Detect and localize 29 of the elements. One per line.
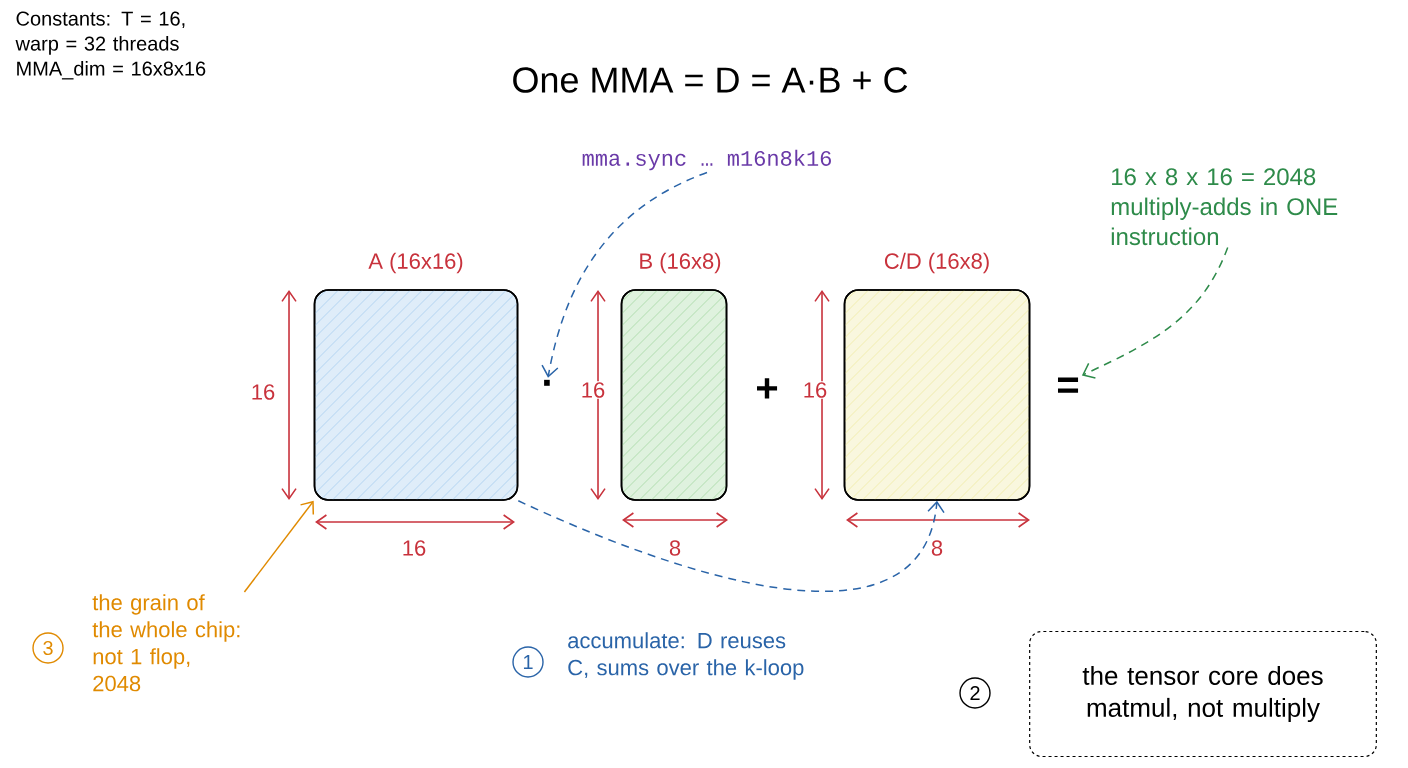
node-label: C/D (16x8)	[884, 252, 989, 274]
matrix-box: B (16x8)	[620, 252, 728, 501]
dimension-label: 16	[579, 381, 607, 399]
code-label: mma.sync … m16n8k16	[582, 149, 831, 171]
operator-sign: =	[1058, 377, 1079, 393]
annotation-text: the grain of the whole chip: not 1 flop, 2048	[92, 594, 240, 692]
callout-number: 1	[512, 646, 544, 678]
dimension-label: 16	[801, 381, 829, 399]
matrix-box: C/D (16x8)	[843, 252, 1031, 501]
dimension-label: 8	[929, 539, 945, 557]
arrow	[1081, 246, 1229, 379]
arrow	[541, 171, 708, 378]
dimension-label: 16	[400, 539, 428, 557]
dimension-label: 16	[249, 383, 277, 401]
arrow	[243, 500, 315, 593]
note-box: the tensor core does matmul, not multiply	[1029, 630, 1377, 758]
matrix-box: A (16x16)	[313, 252, 519, 501]
callout-number: 2	[959, 677, 991, 709]
annotation-text: accumulate: D reuses C, sums over the k-loop	[568, 632, 804, 680]
arrow	[517, 500, 945, 593]
title: One MMA = D = A·B + C	[513, 67, 908, 93]
constants-note: Constants: T = 16, warp = 32 threads MMA_dim = 16x8x16	[15, 11, 206, 80]
annotation-text: 16 x 8 x 16 = 2048 multiply-adds in ONE instruction	[1111, 168, 1338, 246]
operator-sign: ·	[544, 379, 550, 386]
node-label: A (16x16)	[368, 252, 463, 274]
node-label: B (16x8)	[640, 252, 721, 274]
dimension-label: 8	[667, 539, 683, 557]
operator-sign: +	[757, 378, 778, 399]
callout-number: 3	[32, 632, 64, 664]
